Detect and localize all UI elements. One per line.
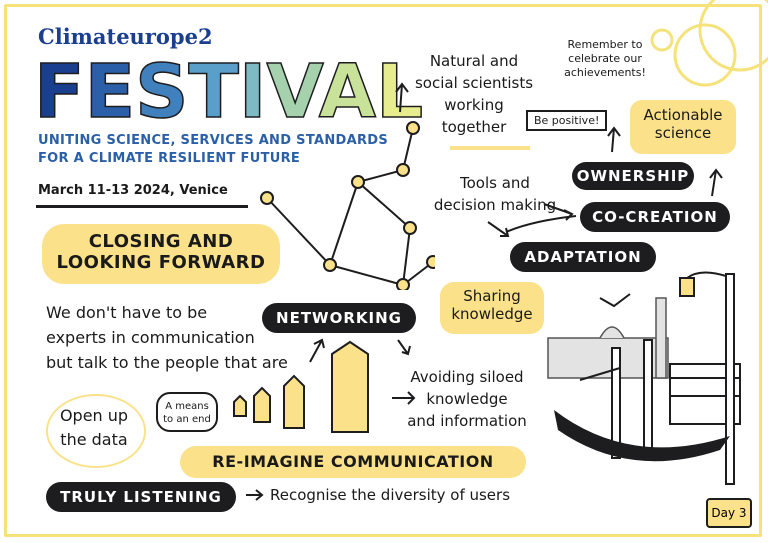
actionable-science-box: Actionable science <box>630 100 736 154</box>
network-graph-icon <box>260 121 435 290</box>
open-line-2: the data <box>60 430 128 449</box>
sharing-line-2: knowledge <box>451 305 533 323</box>
reimagine-text: RE-IMAGINE COMMUNICATION <box>212 452 494 471</box>
closing-line-2: LOOKING FORWARD <box>56 252 266 273</box>
scientists-line-4: together <box>441 118 507 136</box>
closing-line-1: CLOSING AND <box>88 231 234 252</box>
networking-text: NETWORKING <box>276 309 402 327</box>
festival-letter: S <box>134 49 189 135</box>
adaptation-label: ADAPTATION <box>510 242 656 272</box>
event-date: March 11-13 2024, Venice <box>38 183 228 198</box>
brand-logo: Climateurope2 <box>38 24 213 49</box>
festival-letter: A <box>318 49 377 135</box>
means-line-1: A means <box>165 401 209 412</box>
co-creation-label: CO-CREATION <box>580 202 730 232</box>
scientists-line-1: Natural and <box>429 52 519 70</box>
day-tag: Day 3 <box>706 498 752 528</box>
festival-letter: L <box>375 49 424 135</box>
subtitle-line-1: UNITING SCIENCE, SERVICES AND STANDARDS <box>38 133 389 148</box>
comm-line-3: but talk to the people that are <box>46 353 288 372</box>
page-border <box>4 4 762 537</box>
scientists-note: Natural and social scientists working to… <box>400 50 548 138</box>
lantern-icon <box>679 277 695 297</box>
remember-line-1: Remember to <box>567 38 643 51</box>
be-positive-bubble: Be positive! <box>526 110 608 131</box>
closing-banner: CLOSING AND LOOKING FORWARD <box>42 224 280 284</box>
recognise-text: Recognise the diversity of users <box>270 486 511 504</box>
scientists-highlight <box>450 146 530 150</box>
recognise-note: Recognise the diversity of users <box>270 486 510 504</box>
open-data-burst <box>46 394 146 468</box>
adaptation-text: ADAPTATION <box>524 248 642 266</box>
subtitle: UNITING SCIENCE, SERVICES AND STANDARDS … <box>38 133 388 166</box>
be-positive-text: Be positive! <box>534 114 600 127</box>
sharing-line-1: Sharing <box>463 287 521 305</box>
subtitle-line-2: FOR A CLIMATE RESILIENT FUTURE <box>38 151 301 166</box>
communication-text: We don't have to be experts in communica… <box>46 300 288 375</box>
ownership-text: OWNERSHIP <box>576 167 690 185</box>
open-data-note: Open up the data <box>50 404 138 452</box>
decorative-circles <box>650 0 768 87</box>
festival-letter: I <box>238 49 267 135</box>
tools-line-2: decision making <box>433 196 557 214</box>
avoiding-note: Avoiding siloed knowledge and informatio… <box>400 366 534 432</box>
brand-text: Climateurope2 <box>38 24 213 49</box>
open-line-1: Open up <box>59 406 129 425</box>
means-line-2: to an end <box>163 414 211 425</box>
avoiding-line-3: and information <box>407 412 527 430</box>
actionable-line-1: Actionable <box>643 106 723 124</box>
festival-letter: V <box>266 49 320 135</box>
means-bubble: A means to an end <box>156 392 218 432</box>
comm-line-2: experts in communication <box>46 328 255 347</box>
avoiding-line-1: Avoiding siloed <box>410 368 524 386</box>
comm-line-1: We don't have to be <box>46 303 208 322</box>
festival-title: FESTIVAL <box>33 54 424 130</box>
remember-line-3: achievements! <box>564 66 646 79</box>
reimagine-banner: RE-IMAGINE COMMUNICATION <box>180 446 526 478</box>
day-text: Day 3 <box>711 506 747 520</box>
truly-listening-label: TRULY LISTENING <box>46 482 236 512</box>
scientists-line-3: working <box>444 96 504 114</box>
co-creation-text: CO-CREATION <box>592 208 718 226</box>
remember-line-2: celebrate our <box>568 52 642 65</box>
ownership-label: OWNERSHIP <box>572 162 694 190</box>
scientists-line-2: social scientists <box>414 74 534 92</box>
tools-line-1: Tools and <box>460 174 530 192</box>
sharing-knowledge-box: Sharing knowledge <box>440 282 544 334</box>
date-text: March 11-13 2024, Venice <box>38 183 228 198</box>
silos-icon <box>233 340 369 433</box>
truly-listening-text: TRULY LISTENING <box>60 488 222 506</box>
remember-note: Remember to celebrate our achievements! <box>550 38 660 80</box>
networking-label: NETWORKING <box>262 303 416 333</box>
festival-letter: T <box>188 49 240 135</box>
festival-letter: F <box>33 49 85 135</box>
festival-letter: E <box>84 49 136 135</box>
venice-illustration <box>547 271 741 485</box>
actionable-line-2: science <box>654 124 712 142</box>
avoiding-line-2: knowledge <box>426 390 508 408</box>
tools-note: Tools and decision making <box>420 172 570 216</box>
date-underline <box>36 205 248 208</box>
